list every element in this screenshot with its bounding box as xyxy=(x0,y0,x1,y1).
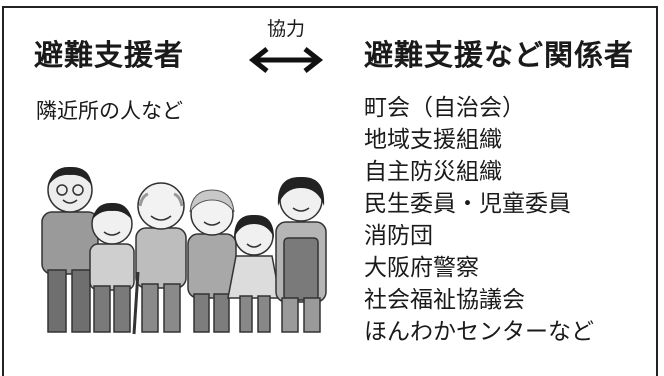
man-figure xyxy=(41,166,99,333)
cooperation-label: 協力 xyxy=(266,18,305,40)
woman-figure xyxy=(275,176,327,333)
supporter-subtitle: 隣近所の人など xyxy=(36,99,183,123)
supporter-title: 避難支援者 xyxy=(34,38,185,72)
list-item: ほんわかセンターなど xyxy=(364,319,594,345)
related-parties-list: 町会（自治会） 地域支援組織 自主防災組織 民生委員・児童委員 消防団 大阪府警… xyxy=(364,92,594,348)
list-item: 大阪府警察 xyxy=(364,255,479,281)
boy-figure xyxy=(89,202,135,333)
list-item: 消防団 xyxy=(364,223,433,249)
related-parties-title: 避難支援など関係者 xyxy=(364,38,635,72)
list-item: 自主防災組織 xyxy=(364,159,502,185)
list-item: 地域支援組織 xyxy=(364,127,502,153)
cooperation-connector: 協力 xyxy=(243,14,329,75)
girl-figure xyxy=(227,214,281,333)
grandmother-figure xyxy=(187,189,237,333)
double-arrow-icon xyxy=(248,47,324,73)
grandfather-figure xyxy=(132,182,187,335)
list-item: 町会（自治会） xyxy=(364,95,525,121)
neighbors-illustration xyxy=(41,166,327,335)
diagram-frame xyxy=(2,6,658,376)
list-item: 社会福祉協議会 xyxy=(364,287,525,313)
list-item: 民生委員・児童委員 xyxy=(364,191,571,217)
